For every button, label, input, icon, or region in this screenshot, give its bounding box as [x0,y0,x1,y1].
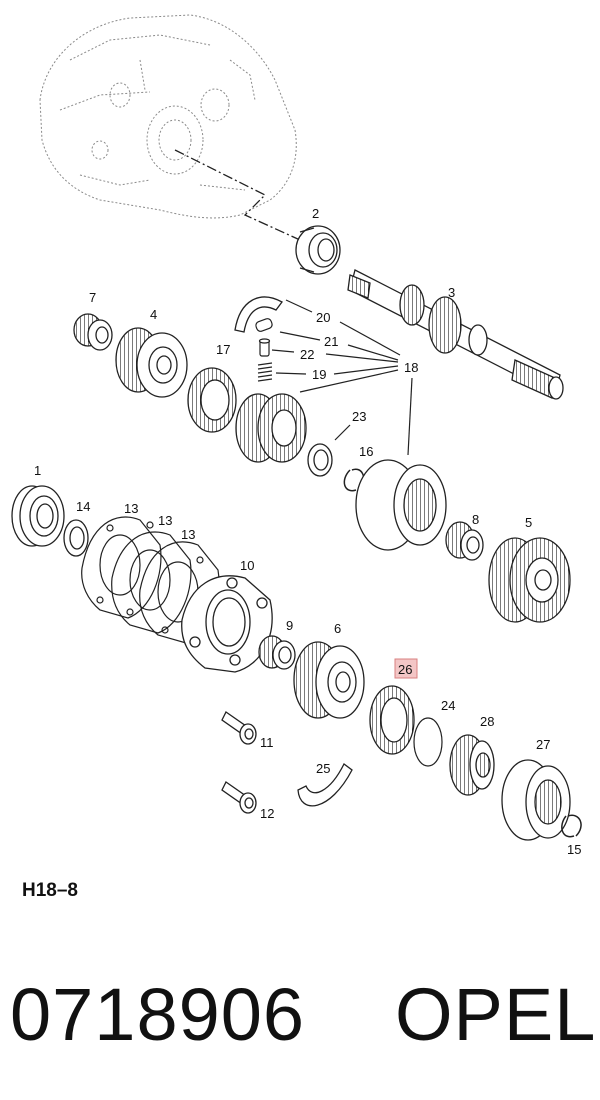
transmission-housing [39,14,297,219]
synchro-ring-17 [187,367,237,433]
exploded-gearbox-diagram: 1 2 3 4 5 6 7 8 9 10 11 12 13 13 13 14 1… [11,14,582,857]
washer-14 [63,519,89,557]
pin-21 [255,318,273,332]
part-number: 0718906 [10,973,306,1056]
pin-22 [258,338,271,357]
callout-24: 24 [441,698,455,713]
callout-labels: 1 2 3 4 5 6 7 8 9 10 11 12 13 13 13 14 1… [34,206,581,857]
gear-6 [293,641,365,719]
callout-20: 20 [316,310,330,325]
callout-8: 8 [472,512,479,527]
callout-25: 25 [316,761,330,776]
callout-15: 15 [567,842,581,857]
gear-4 [115,327,188,398]
circlip-23 [307,443,333,477]
callout-13-c: 13 [181,527,195,542]
callout-23: 23 [352,409,366,424]
sliding-sleeve [355,459,447,551]
callout-28: 28 [480,714,494,729]
callout-11: 11 [260,735,274,750]
bearing-plate-10 [181,575,273,673]
callout-5: 5 [525,515,532,530]
ball-bearing-1 [11,485,65,547]
callout-13-a: 13 [124,501,138,516]
synchro-ring-26 [369,685,415,755]
callout-3: 3 [448,285,455,300]
callout-9: 9 [286,618,293,633]
needle-bearing-7 [73,313,113,351]
gear-5 [488,537,571,623]
bearing-2 [295,225,341,275]
callout-21: 21 [324,334,338,349]
shaft-axis-line [174,149,301,241]
figure-code: H18–8 [22,880,78,901]
circlip-24 [413,717,443,767]
callout-19: 19 [312,367,326,382]
bolt-11 [221,711,257,745]
callout-22: 22 [300,347,314,362]
callout-13-b: 13 [158,513,172,528]
needle-bearing-8 [445,521,484,561]
sliding-sleeve-27 [501,759,571,841]
callout-4: 4 [150,307,157,322]
callout-16: 16 [359,444,373,459]
needle-bearing-9 [258,635,296,670]
callout-6: 6 [334,621,341,636]
callout-14: 14 [76,499,90,514]
callout-26-highlight [394,658,418,679]
callout-17: 17 [216,342,230,357]
callout-27: 27 [536,737,550,752]
callout-10: 10 [240,558,254,573]
callout-2: 2 [312,206,319,221]
leader-lines [271,299,413,456]
brand-name: OPEL [395,973,597,1056]
spring-19 [257,362,273,382]
callout-1: 1 [34,463,41,478]
bolt-12 [221,781,257,814]
callout-18: 18 [404,360,418,375]
callout-26: 26 [398,662,412,677]
callout-7: 7 [89,290,96,305]
callout-12: 12 [260,806,274,821]
synchronizer-hub-18 [235,393,307,463]
half-shell-25 [297,763,353,807]
input-shaft-3 [347,269,564,400]
synchro-hub-28 [449,734,495,796]
snap-ring-15 [561,814,582,838]
half-shell-20 [234,296,283,333]
